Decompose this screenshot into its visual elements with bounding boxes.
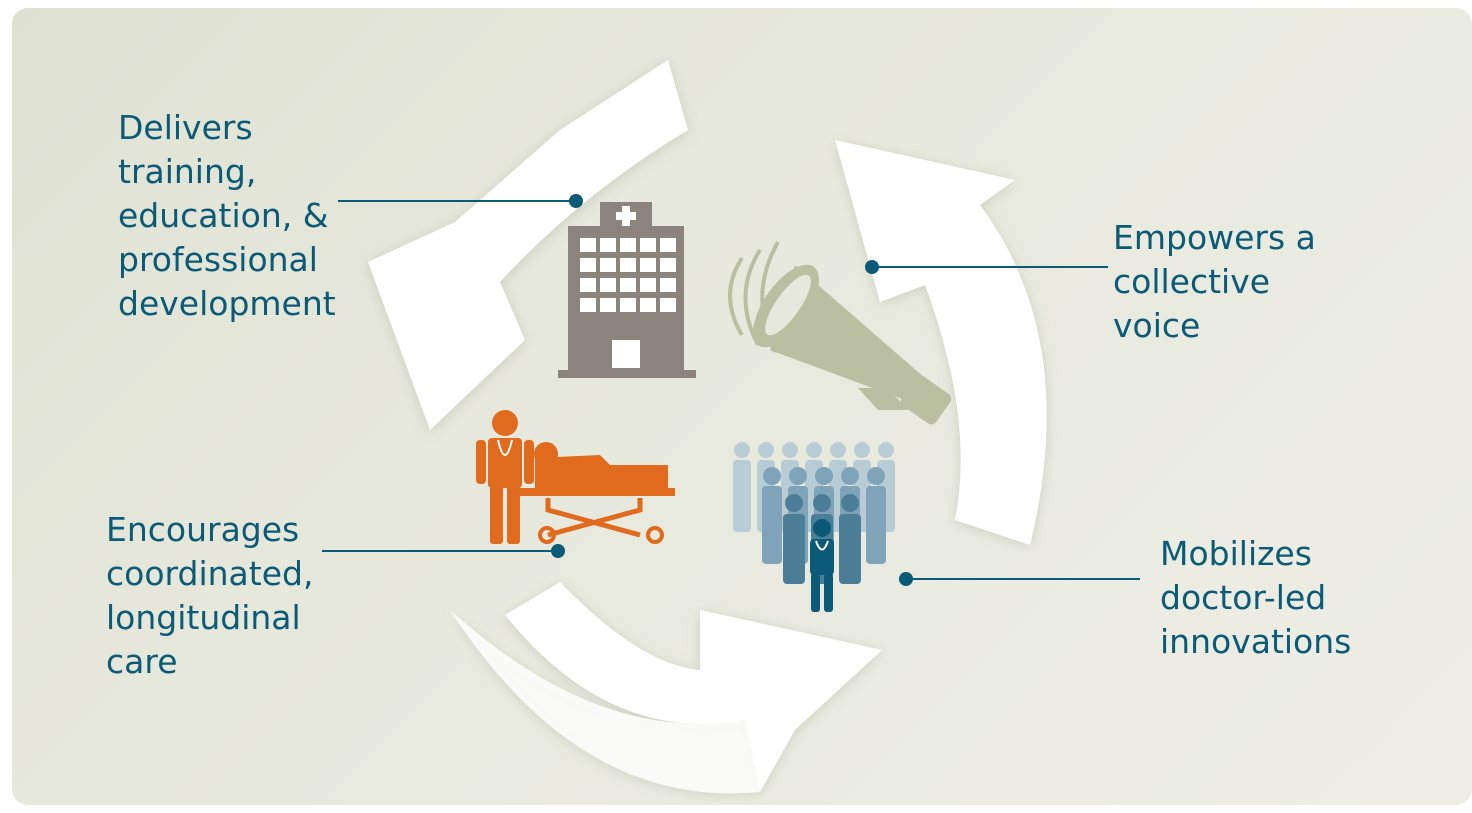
doctor-with-patient-stretcher-icon xyxy=(476,410,675,544)
arrow-top-right xyxy=(835,140,1047,545)
leader-dot-innovations xyxy=(899,572,913,586)
leader-dot-voice xyxy=(865,260,879,274)
cycle-arrows xyxy=(368,60,1047,794)
megaphone-icon xyxy=(728,241,952,425)
group-of-doctors-icon xyxy=(733,442,895,612)
label-training: Delivers training, education, & professi… xyxy=(118,108,336,323)
leader-lines xyxy=(322,194,1140,586)
label-collective-voice: Empowers a collective voice xyxy=(1113,218,1316,345)
arrow-bottom-left xyxy=(450,610,760,794)
label-innovations: Mobilizes doctor-led innovations xyxy=(1160,534,1352,661)
arrow-bottom-right xyxy=(505,582,882,792)
leader-dot-care xyxy=(551,544,565,558)
hospital-building-icon xyxy=(558,202,696,378)
label-coordinated-care: Encourages coordinated, longitudinal car… xyxy=(106,510,314,681)
arrow-top-left xyxy=(368,60,688,430)
leader-dot-training xyxy=(569,194,583,208)
